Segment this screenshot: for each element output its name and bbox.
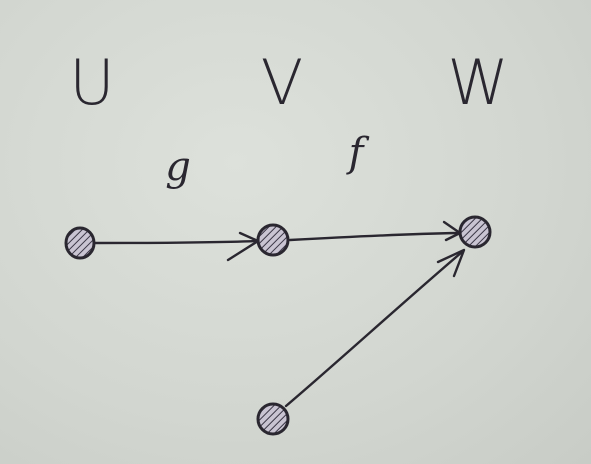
node-u: [64, 226, 96, 260]
arrow-v-to-w: [288, 220, 462, 242]
set-label-w: W: [447, 46, 508, 119]
arrow-bottom-to-w: [284, 248, 466, 408]
node-bottom: [256, 402, 290, 436]
node-w: [458, 215, 492, 249]
map-label-g: g: [165, 144, 191, 190]
set-label-v: V: [261, 46, 303, 119]
map-label-f: f: [346, 130, 370, 176]
node-v: [256, 223, 290, 257]
set-label-u: U: [69, 46, 114, 119]
arrow-u-to-v: [92, 231, 260, 262]
